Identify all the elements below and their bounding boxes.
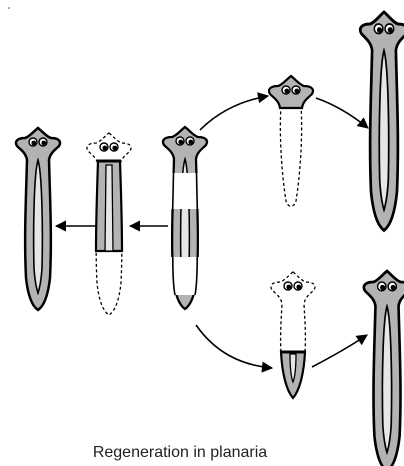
arrow-center-to-head bbox=[200, 96, 268, 130]
regenerated-worm-left bbox=[16, 128, 60, 310]
original-cut-worm bbox=[163, 127, 207, 309]
regenerated-worm-top-right bbox=[360, 12, 404, 230]
figure-caption: Regeneration in planaria bbox=[0, 444, 404, 462]
speck-mark bbox=[8, 7, 10, 9]
arrow-head-to-regenerated bbox=[316, 98, 368, 128]
arrow-tail-to-regenerated bbox=[312, 335, 367, 367]
head-fragment-regenerating bbox=[269, 76, 313, 226]
regenerated-worm-bottom-right bbox=[364, 271, 404, 466]
middle-fragment-regenerating bbox=[87, 133, 131, 315]
arrow-center-to-tail bbox=[196, 325, 272, 368]
tail-fragment-regenerating bbox=[271, 272, 315, 398]
caption-text: Regeneration in planaria bbox=[93, 444, 267, 461]
